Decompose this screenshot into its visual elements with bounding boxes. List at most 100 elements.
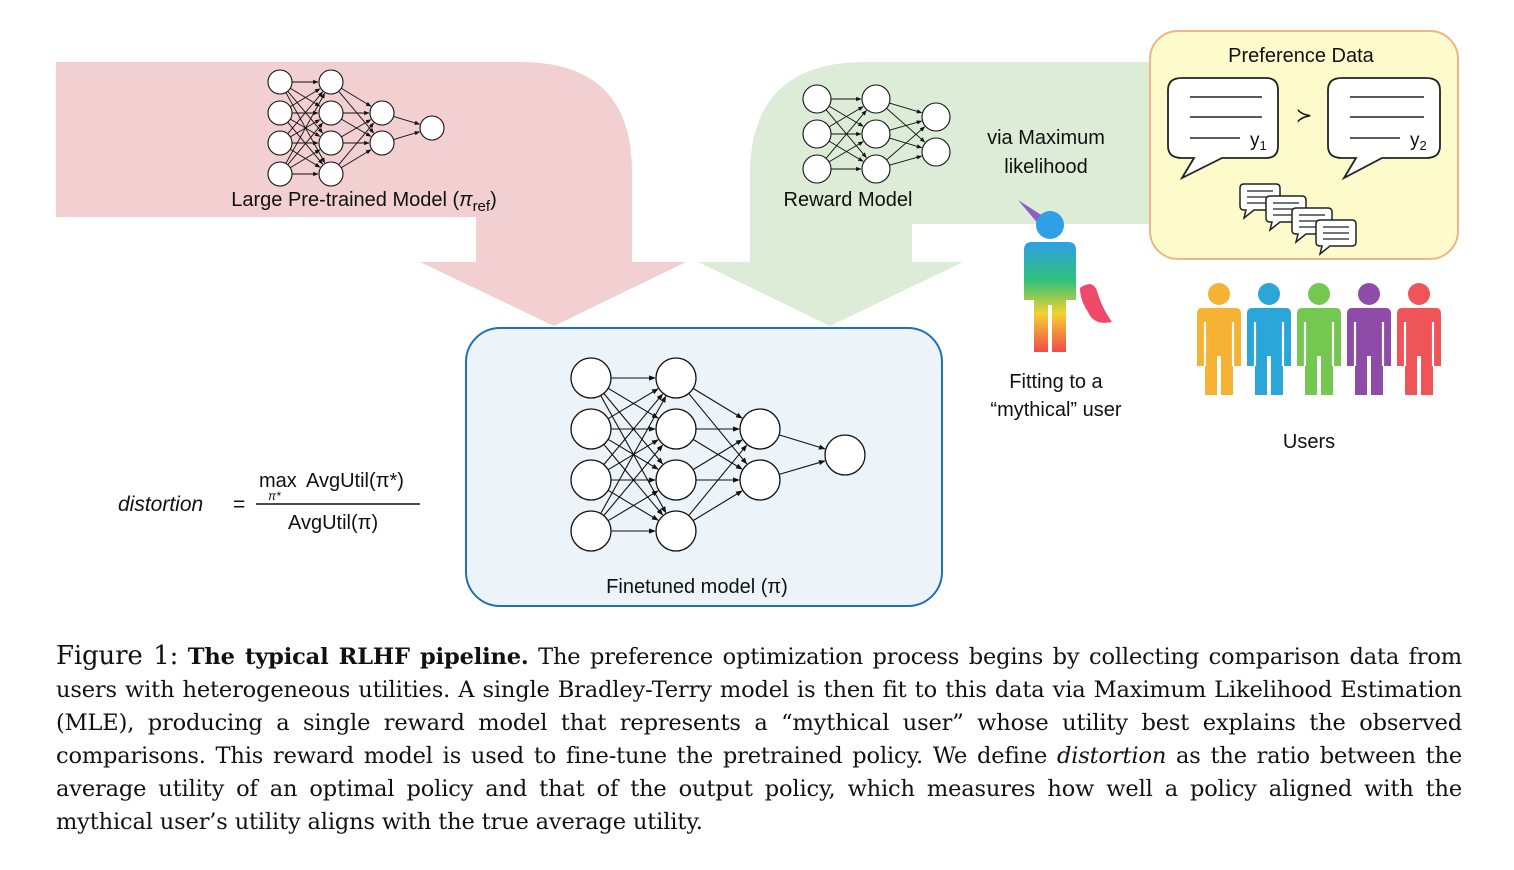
- person-icon: [1397, 283, 1441, 395]
- via-mle-label-line2: likelihood: [1004, 156, 1087, 178]
- network-node: [267, 100, 293, 126]
- network-edge: [828, 106, 864, 128]
- network-node: [861, 154, 891, 184]
- speech-bubble-icon: [1327, 77, 1441, 181]
- network-node: [267, 161, 293, 187]
- network-node: [739, 459, 781, 501]
- network-edge: [290, 149, 321, 169]
- network-edge: [287, 90, 324, 134]
- speech-bubble-icon: [1167, 77, 1279, 181]
- person-icon: [1197, 283, 1241, 395]
- finetuned-box: [465, 327, 943, 607]
- finetuned-network-icon: [570, 357, 866, 552]
- network-edge: [600, 395, 667, 514]
- network-edge: [338, 122, 375, 166]
- network-node: [921, 137, 951, 167]
- caption-text-1: The preference optimization process begi…: [56, 644, 1462, 769]
- caption-title: The typical RLHF pipeline.: [187, 644, 529, 670]
- network-node: [318, 100, 344, 126]
- network-node: [369, 130, 395, 156]
- network-edge: [287, 122, 324, 166]
- unicorn-person-icon: [1018, 200, 1112, 352]
- users-label: Users: [1283, 431, 1335, 453]
- network-edge: [889, 102, 923, 114]
- network-edge: [886, 126, 926, 161]
- formula-equals: =: [233, 493, 245, 516]
- figure-caption: Figure 1: The typical RLHF pipeline. The…: [56, 640, 1462, 839]
- caption-figure-label: Figure 1:: [56, 641, 179, 671]
- network-node: [570, 408, 612, 450]
- person-icon: [1297, 283, 1341, 395]
- network-edge: [692, 439, 743, 471]
- network-edge: [341, 87, 372, 107]
- network-edge: [692, 490, 743, 522]
- caption-text-2: as the ratio between the average utility…: [56, 743, 1462, 835]
- network-edge: [338, 90, 375, 134]
- formula-lhs: distortion: [118, 493, 203, 516]
- network-node: [267, 69, 293, 95]
- users-group: [1197, 283, 1441, 395]
- person-icon: [1247, 283, 1291, 395]
- distortion-formula: distortion = max π* AvgUtil(π*) AvgUtil(…: [118, 470, 420, 534]
- network-node: [655, 459, 697, 501]
- fitting-label-line1: Fitting to a: [1009, 371, 1103, 393]
- network-node: [802, 84, 832, 114]
- network-node: [861, 119, 891, 149]
- network-edge: [778, 434, 826, 450]
- network-edge: [688, 444, 748, 516]
- response-y1-label: y1: [1250, 130, 1267, 153]
- network-node: [267, 130, 293, 156]
- network-edge: [285, 92, 326, 164]
- formula-numerator: AvgUtil(π*): [306, 470, 404, 492]
- network-node: [369, 100, 395, 126]
- network-edge: [393, 131, 421, 140]
- network-edge: [603, 393, 663, 465]
- network-edge: [393, 116, 421, 125]
- network-edge: [889, 120, 923, 131]
- network-node: [318, 69, 344, 95]
- preference-data-title: Preference Data: [1228, 45, 1375, 67]
- pretrained-network-icon: [267, 69, 445, 187]
- network-node: [655, 408, 697, 450]
- person-icon: [1347, 283, 1391, 395]
- network-edge: [290, 88, 321, 108]
- network-edge: [692, 387, 743, 419]
- network-node: [802, 119, 832, 149]
- preference-symbol: ≻: [1296, 105, 1313, 127]
- chat-bubble: [1315, 219, 1357, 256]
- network-node: [802, 154, 832, 184]
- network-edge: [341, 149, 372, 169]
- via-mle-label-line1: via Maximum: [987, 127, 1105, 149]
- network-edge: [341, 119, 372, 138]
- finetuned-model-label: Finetuned model (π): [606, 576, 788, 598]
- chat-bubbles-icon: [1239, 183, 1357, 256]
- caption-emphasis: distortion: [1056, 743, 1167, 769]
- formula-denominator: AvgUtil(π): [288, 512, 378, 534]
- network-edge: [607, 388, 659, 420]
- formula-max: max: [259, 470, 297, 492]
- network-node: [921, 102, 951, 132]
- network-edge: [779, 460, 826, 475]
- network-edge: [603, 444, 663, 516]
- network-edge: [825, 110, 867, 159]
- pretrained-label: Large Pre-trained Model (πref): [231, 189, 497, 215]
- network-node: [570, 357, 612, 399]
- fitting-label-line2: “mythical” user: [990, 399, 1121, 421]
- network-node: [318, 161, 344, 187]
- network-node: [570, 459, 612, 501]
- network-node: [655, 510, 697, 552]
- network-edge: [287, 91, 324, 135]
- network-node: [861, 84, 891, 114]
- network-node: [739, 408, 781, 450]
- network-node: [824, 434, 866, 476]
- response-y2-label: y2: [1410, 130, 1427, 153]
- network-node: [655, 357, 697, 399]
- pretrained-arrow: [56, 62, 686, 326]
- network-edge: [607, 490, 659, 522]
- reward-network-icon: [802, 84, 951, 184]
- network-node: [318, 130, 344, 156]
- network-node: [570, 510, 612, 552]
- network-node: [419, 115, 445, 141]
- network-edge: [889, 155, 923, 166]
